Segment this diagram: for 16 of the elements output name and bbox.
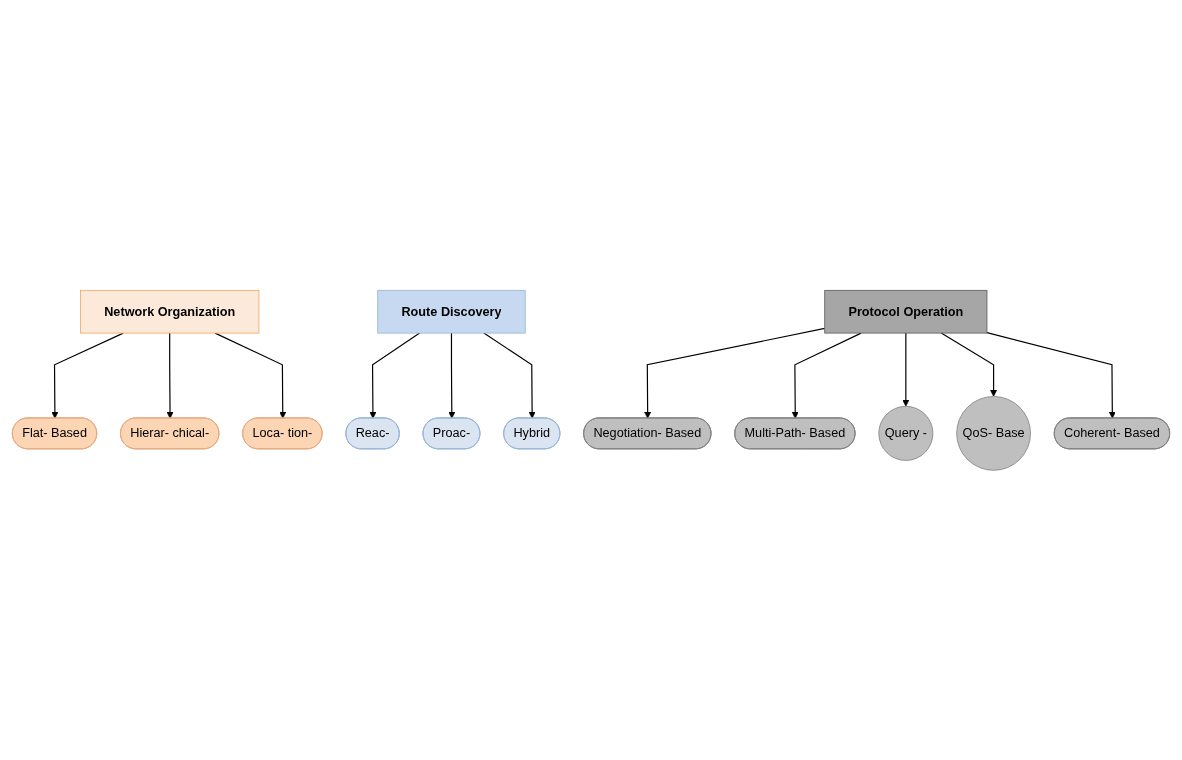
arrow: [644, 327, 826, 419]
node-box: Network Organization: [80, 289, 260, 334]
arrow: [448, 332, 456, 419]
node-circle: Query -: [878, 405, 934, 461]
arrow: [791, 332, 862, 419]
arrow: [986, 331, 1116, 419]
node-box: Route Discovery: [377, 289, 526, 334]
arrow: [483, 332, 536, 419]
node-box: Protocol Operation: [824, 289, 988, 334]
arrow: [902, 332, 910, 407]
arrow: [214, 332, 287, 419]
arrow: [166, 332, 174, 419]
node-circle: QoS- Base: [956, 395, 1031, 471]
arrow: [51, 332, 124, 419]
arrow: [940, 332, 998, 397]
arrow: [369, 332, 421, 419]
